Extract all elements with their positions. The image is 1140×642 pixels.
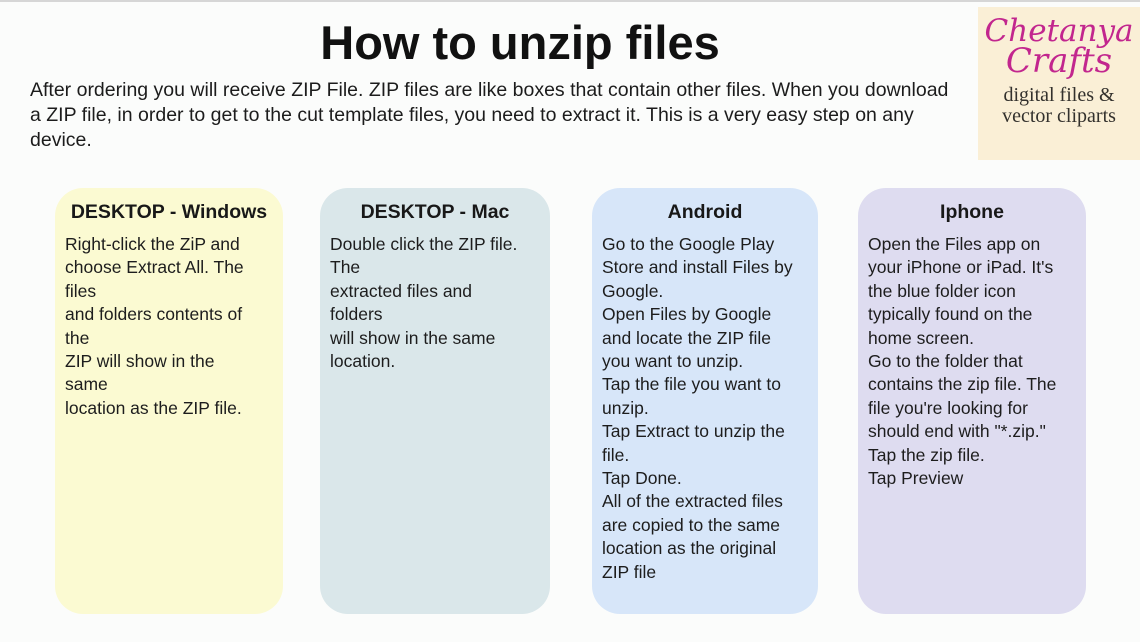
card-title-windows: DESKTOP - Windows [70, 201, 268, 223]
card-body-windows: Right-click the ZiP and choose Extract A… [65, 234, 244, 418]
brand-tagline: digital files & vector cliparts [978, 83, 1140, 128]
brand-name-line1: Chetanya [984, 13, 1134, 49]
card-desktop-mac: DESKTOP - Mac Double click the ZIP file.… [320, 188, 550, 614]
brand-tagline-line2: vector cliparts [1002, 105, 1116, 128]
brand-wordmark: Chetanya Crafts [978, 13, 1140, 81]
instruction-cards: DESKTOP - Windows Right-click the ZiP an… [0, 188, 1140, 614]
card-title-iphone: Iphone [940, 201, 1004, 223]
brand-name-line2: Crafts [1005, 40, 1113, 81]
brand-tagline-line1: digital files & [1003, 83, 1115, 106]
card-title-android: Android [667, 201, 743, 223]
card-desktop-windows: DESKTOP - Windows Right-click the ZiP an… [55, 188, 283, 614]
card-body-android: Go to the Google Play Store and install … [602, 234, 793, 582]
card-body-iphone: Open the Files app on your iPhone or iPa… [868, 234, 1057, 489]
card-body-mac: Double click the ZIP file. The extracted… [330, 234, 518, 372]
brand-logo: Chetanya Crafts digital files & vector c… [978, 7, 1140, 160]
page-title: How to unzip files [320, 16, 720, 69]
card-title-mac: DESKTOP - Mac [360, 201, 510, 223]
intro-paragraph: After ordering you will receive ZIP File… [30, 79, 949, 152]
card-iphone: Iphone Open the Files app on your iPhone… [858, 188, 1086, 614]
card-android: Android Go to the Google Play Store and … [592, 188, 818, 614]
